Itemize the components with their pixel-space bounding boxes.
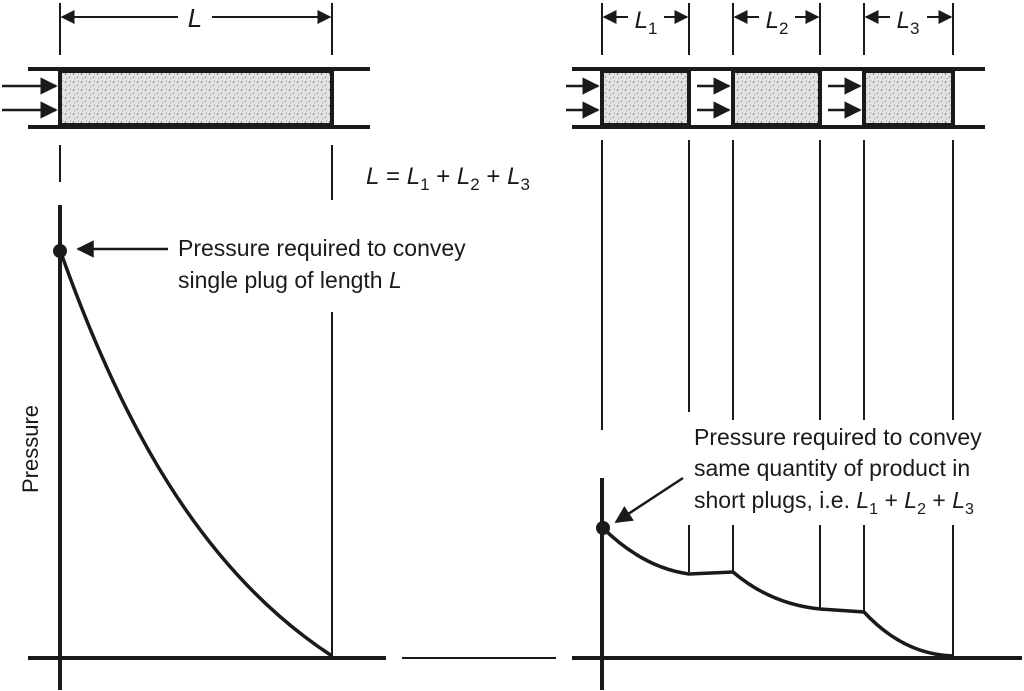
annotation-multi-line3: short plugs, i.e. L1 + L2 + L3 [694,487,974,518]
annotation-single-line2: single plug of length L [178,267,402,293]
sub-2: 2 [779,19,788,38]
ann-L1: L [856,487,869,513]
ann-L3: L [952,487,965,513]
ann-sub-2: 2 [917,501,926,518]
var-L2: L [766,7,779,34]
short-plug-3 [862,69,955,127]
single-plug-group [2,3,386,690]
single-plug [58,69,334,127]
annotation-multi-prefix: short plugs, i.e. [694,487,856,513]
eq-sub-1: 1 [420,175,429,194]
annotation-multi-line2: same quantity of product in [694,455,970,481]
pressure-curve-multi [600,525,954,658]
ann-sub-1: 1 [869,501,878,518]
sub-3: 3 [910,19,919,38]
ann-L2: L [904,487,917,513]
dimension-label-L3: L3 [897,7,920,38]
eq-L2: L [457,163,470,190]
ann-sub-3: 3 [965,501,974,518]
ann-plus-2: + [926,487,952,513]
annotation-single-var: L [389,267,402,293]
dimension-label-L2: L2 [766,7,789,38]
annotation-multi-line1: Pressure required to convey [694,424,982,450]
eq-sub-2: 2 [470,175,479,194]
pressure-point-single [53,244,67,258]
eq-equals: = [379,163,406,190]
var-L3: L [897,7,910,34]
annotation-single-line1: Pressure required to convey [178,235,466,261]
eq-plus-2: + [480,163,507,190]
annotation-arrow-icon [614,476,684,524]
pressure-point-multi [596,521,610,535]
length-equation: L = L1 + L2 + L3 [366,163,530,194]
pressure-axis-label: Pressure [18,405,43,493]
short-plug-1 [600,69,691,127]
short-plugs-group [566,3,1022,690]
var-L1: L [635,7,648,34]
dimension-label-L1: L1 [635,7,658,38]
eq-L: L [366,163,379,190]
sub-1: 1 [648,19,657,38]
annotation-single-prefix: single plug of length [178,267,389,293]
eq-L1: L [407,163,420,190]
eq-L3: L [507,163,520,190]
ann-plus-1: + [878,487,904,513]
eq-sub-3: 3 [520,175,529,194]
short-plug-2 [731,69,822,127]
dimension-label-L: L [188,3,202,33]
eq-plus-1: + [430,163,457,190]
pressure-curve-single [58,249,333,658]
